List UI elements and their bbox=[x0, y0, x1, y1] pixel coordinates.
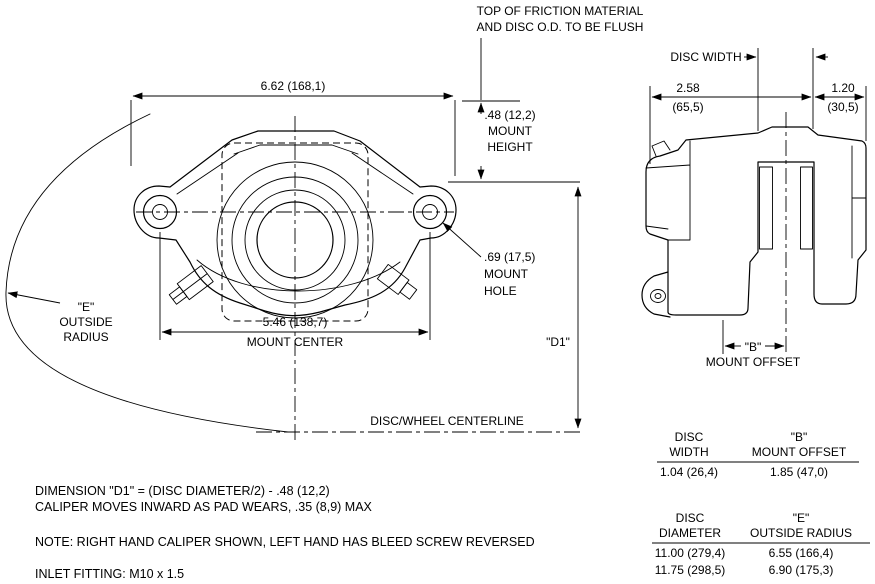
table2-col2-header-line1: "E" bbox=[793, 511, 810, 525]
caliper-body-outline bbox=[133, 130, 457, 317]
body-inner-edges bbox=[176, 144, 414, 292]
e-radius-line3: RADIUS bbox=[63, 330, 108, 344]
dim-mount-center-label: MOUNT CENTER bbox=[247, 335, 344, 349]
pad-retainer bbox=[376, 263, 418, 300]
table2-col2-header-line2: OUTSIDE RADIUS bbox=[750, 526, 852, 540]
bleed-screw bbox=[168, 265, 214, 305]
dim-side-width-in: 2.58 bbox=[676, 81, 700, 95]
dim-mount-offset-label: MOUNT OFFSET bbox=[706, 355, 801, 369]
note-pad-wear: CALIPER MOVES INWARD AS PAD WEARS, .35 (… bbox=[35, 500, 373, 514]
dim-overall-width: 6.62 (168,1) bbox=[261, 79, 326, 93]
outboard-pad bbox=[800, 166, 813, 250]
side-view-dimensions: DISC WIDTH 2.58 (65,5) 1.20 (30,5) "B" M… bbox=[649, 48, 867, 369]
dim-mount-hole-word1: MOUNT bbox=[484, 267, 529, 281]
disc-wheel-centerline-label: DISC/WHEEL CENTERLINE bbox=[370, 414, 524, 428]
table2-row1-cell1: 11.00 (279,4) bbox=[655, 546, 726, 560]
dim-mount-hole-value: .69 (17,5) bbox=[484, 250, 535, 264]
table1-col1-header-line1: DISC bbox=[675, 430, 704, 444]
dim-side-width-mm: (65,5) bbox=[672, 100, 703, 114]
front-view bbox=[5, 113, 457, 440]
disc-width-offset-table: DISC WIDTH "B" MOUNT OFFSET 1.04 (26,4) … bbox=[657, 430, 859, 479]
flush-note-line1: TOP OF FRICTION MATERIAL bbox=[477, 4, 644, 18]
inboard-pad bbox=[759, 166, 773, 250]
disc-width-label: DISC WIDTH bbox=[670, 50, 741, 64]
table1-col2-header-line2: MOUNT OFFSET bbox=[752, 445, 847, 459]
flush-note-line2: AND DISC O.D. TO BE FLUSH bbox=[477, 20, 644, 34]
disc-diameter-radius-table: DISC DIAMETER "E" OUTSIDE RADIUS 11.00 (… bbox=[652, 511, 870, 577]
mount-hole-leader bbox=[442, 222, 482, 258]
e-radius-leader bbox=[7, 291, 61, 304]
dim-overhang-in: 1.20 bbox=[831, 81, 855, 95]
side-mount-hole-inner bbox=[654, 293, 662, 299]
side-view bbox=[641, 112, 867, 356]
note-d1-formula: DIMENSION "D1" = (DISC DIAMETER/2) - .48… bbox=[35, 484, 330, 498]
table2-col1-header-line2: DIAMETER bbox=[659, 526, 721, 540]
table2-row1-cell2: 6.55 (166,4) bbox=[769, 546, 834, 560]
table2-col1-header-line1: DISC bbox=[676, 511, 705, 525]
table1-row1-cell2: 1.85 (47,0) bbox=[770, 465, 828, 479]
dim-mount-height-value: .48 (12,2) bbox=[484, 108, 535, 122]
dim-mount-hole-word2: HOLE bbox=[484, 284, 517, 298]
e-radius-line2: OUTSIDE bbox=[59, 315, 112, 329]
d1-label: "D1" bbox=[546, 335, 570, 349]
dim-mount-height-word1: MOUNT bbox=[488, 124, 533, 138]
notes: DIMENSION "D1" = (DISC DIAMETER/2) - .48… bbox=[35, 484, 535, 581]
table1-col1-header-line2: WIDTH bbox=[669, 445, 708, 459]
table2-row2-cell2: 6.90 (175,3) bbox=[769, 563, 834, 577]
dim-mount-height-word2: HEIGHT bbox=[487, 140, 533, 154]
dim-overhang-mm: (30,5) bbox=[827, 100, 858, 114]
e-outside-radius-arc bbox=[5, 113, 289, 433]
side-internal-edges bbox=[645, 140, 867, 259]
table2-row2-cell1: 11.75 (298,5) bbox=[655, 563, 726, 577]
side-body-outline bbox=[645, 126, 867, 316]
table1-col2-header-line1: "B" bbox=[791, 430, 808, 444]
e-radius-line1: "E" bbox=[78, 300, 95, 314]
note-hand: NOTE: RIGHT HAND CALIPER SHOWN, LEFT HAN… bbox=[35, 535, 535, 549]
side-mount-hole bbox=[650, 289, 666, 303]
table1-row1-cell1: 1.04 (26,4) bbox=[660, 465, 718, 479]
dim-b-label: "B" bbox=[745, 340, 762, 354]
front-view-dimensions: TOP OF FRICTION MATERIAL AND DISC O.D. T… bbox=[7, 4, 644, 433]
dim-mount-center-value: 5.46 (138,7) bbox=[263, 315, 328, 329]
side-mount-ear bbox=[641, 271, 671, 318]
note-inlet-fitting: INLET FITTING: M10 x 1.5 bbox=[35, 567, 184, 581]
